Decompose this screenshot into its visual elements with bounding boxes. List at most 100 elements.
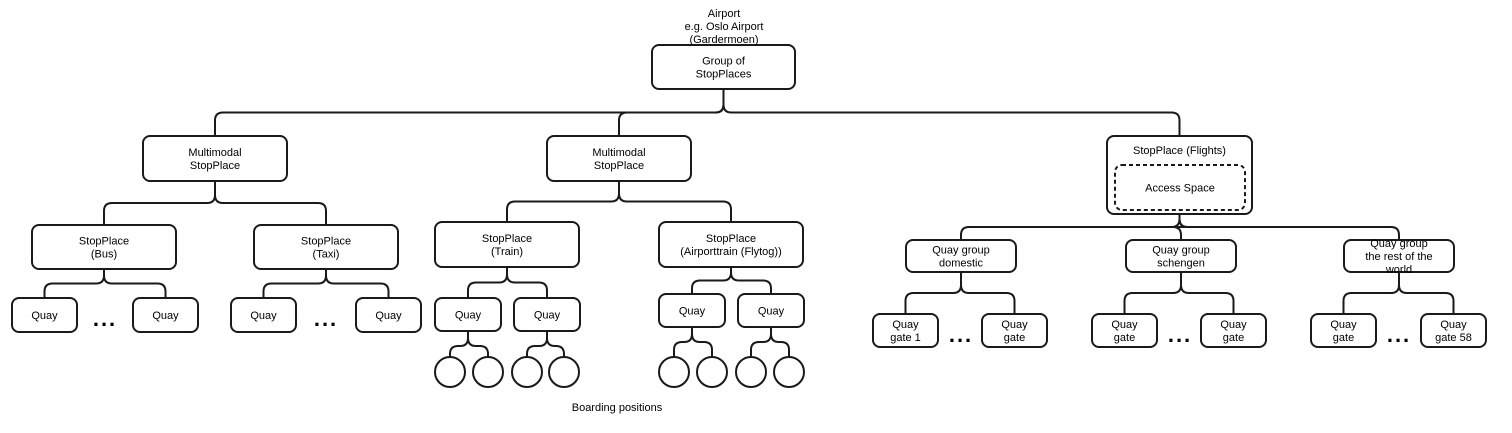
- node-label: StopPlace: [594, 160, 644, 172]
- connector-mm2-flytog: [618, 181, 732, 222]
- node-q-fly2: Quay: [737, 293, 805, 328]
- boarding-positions-label: Boarding positions: [572, 402, 663, 414]
- diagram-nodes: Group ofStopPlacesMultimodalStopPlaceMul…: [11, 44, 1487, 348]
- connector-q_fly2-boarding-2: [770, 327, 790, 357]
- connector-q_fly2-boarding-1: [750, 327, 772, 357]
- node-label: Quay: [375, 310, 402, 322]
- ellipsis-domestic: ...: [949, 322, 973, 347]
- node-train: StopPlace(Train): [434, 221, 580, 268]
- connector-group-mm2: [618, 89, 725, 136]
- node-label: Quay: [455, 310, 482, 322]
- connector-qg_sch-q_sch2: [1180, 272, 1235, 314]
- ellipsis-schengen: ...: [1168, 322, 1192, 347]
- node-label: StopPlace: [706, 233, 756, 245]
- node-label: StopPlace: [482, 233, 532, 245]
- ellipsis-taxi: ...: [314, 306, 338, 331]
- connector-train-q_train1: [467, 267, 508, 298]
- node-label: Quay: [1220, 319, 1247, 331]
- connector-mm1-taxi: [214, 181, 327, 225]
- node-flytog: StopPlace(Airporttrain (Flytog)): [658, 221, 804, 268]
- boarding-position-circle: [773, 356, 805, 388]
- connector-q_train1-boarding-1: [449, 331, 469, 357]
- airport-title-line-3: (Gardermoen): [689, 34, 758, 46]
- connector-qg_rest-q_rest1: [1342, 272, 1400, 314]
- node-label: gate 1: [890, 332, 921, 344]
- node-q-train2: Quay: [513, 297, 581, 332]
- boarding-position-circle: [472, 356, 504, 388]
- node-label: Quay group: [1152, 245, 1209, 257]
- boarding-position-circle: [735, 356, 767, 388]
- node-flights: StopPlace (Flights): [1106, 135, 1253, 215]
- connector-q_fly1-boarding-2: [691, 327, 713, 357]
- node-taxi: StopPlace(Taxi): [253, 224, 399, 270]
- node-label: Group of: [702, 56, 746, 68]
- connector-mm1-bus: [103, 181, 216, 225]
- node-label: schengen: [1157, 258, 1205, 270]
- node-label: (Taxi): [313, 249, 340, 261]
- node-label: Multimodal: [592, 147, 645, 159]
- connector-flytog-q_fly1: [691, 267, 732, 294]
- node-label: Quay: [534, 310, 561, 322]
- boarding-positions: [434, 356, 805, 388]
- connector-group-flights: [722, 89, 1181, 136]
- node-label: Quay: [31, 310, 58, 322]
- node-label: StopPlace: [190, 160, 240, 172]
- node-label: world: [1385, 264, 1412, 276]
- connector-flights-qg_rest: [1178, 214, 1400, 240]
- boarding-position-circle: [511, 356, 543, 388]
- node-q-taxi2: Quay: [355, 297, 422, 333]
- connector-taxi-q_taxi2: [325, 269, 390, 298]
- node-label: gate: [1223, 332, 1244, 344]
- airport-title-line-1: Airport: [708, 8, 740, 20]
- boarding-position-circle: [434, 356, 466, 388]
- connector-taxi-q_taxi1: [262, 269, 327, 298]
- node-label: gate: [1004, 332, 1025, 344]
- connector-qg_dom-q_dom2: [960, 272, 1016, 314]
- node-label: (Train): [491, 246, 523, 258]
- node-q-bus2: Quay: [132, 297, 199, 333]
- connector-q_train2-boarding-2: [546, 331, 565, 357]
- connector-lines: [43, 89, 1455, 357]
- node-label: Quay group: [932, 245, 989, 257]
- node-q-train1: Quay: [434, 297, 502, 332]
- node-label: StopPlace (Flights): [1133, 145, 1226, 157]
- node-label: Quay: [152, 310, 179, 322]
- connector-qg_sch-q_sch1: [1123, 272, 1182, 314]
- connector-mm2-train: [506, 181, 620, 222]
- connector-bus-q_bus1: [43, 269, 105, 298]
- node-label: Quay: [1330, 319, 1357, 331]
- node-label: Multimodal: [188, 147, 241, 159]
- node-label: Quay: [892, 319, 919, 331]
- node-label: gate: [1114, 332, 1135, 344]
- node-label: Access Space: [1145, 183, 1215, 195]
- node-q-taxi1: Quay: [230, 297, 297, 333]
- node-label: Quay: [250, 310, 277, 322]
- connector-qg_dom-q_dom1: [904, 272, 962, 314]
- node-label: Quay: [1440, 319, 1467, 331]
- node-label: Quay: [1111, 319, 1138, 331]
- node-label: StopPlaces: [696, 69, 752, 81]
- connector-q_fly1-boarding-1: [673, 327, 693, 357]
- node-label: Quay: [758, 306, 785, 318]
- node-q-fly1: Quay: [658, 293, 726, 328]
- node-label: domestic: [939, 258, 984, 270]
- boarding-position-circle: [696, 356, 728, 388]
- connector-q_train1-boarding-2: [467, 331, 489, 357]
- boarding-position-circle: [658, 356, 690, 388]
- node-label: (Bus): [91, 249, 117, 261]
- node-label: StopPlace: [79, 236, 129, 248]
- node-access-space: Access Space: [1114, 164, 1246, 211]
